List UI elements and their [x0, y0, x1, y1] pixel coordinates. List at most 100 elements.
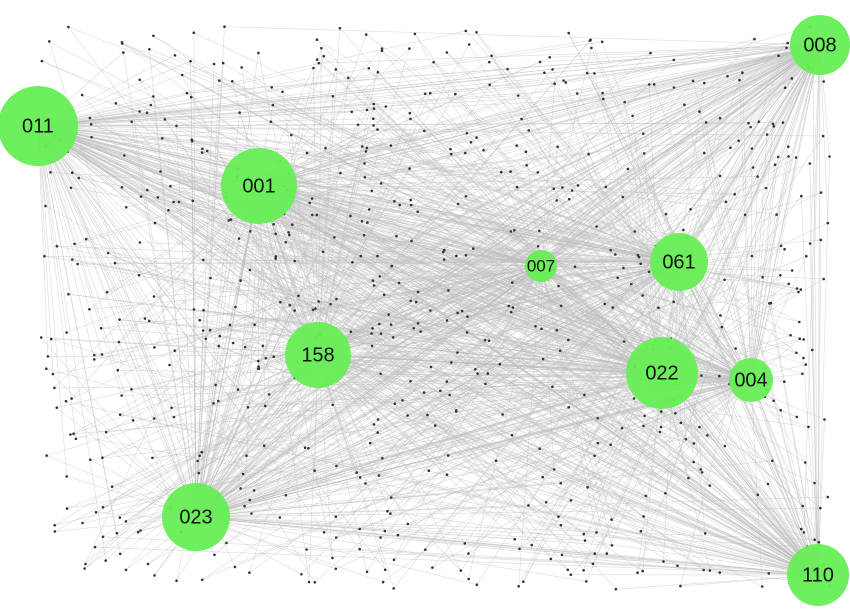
hub-node-011[interactable]: 011	[0, 86, 78, 166]
leaf-node	[159, 170, 162, 173]
leaf-node	[772, 399, 775, 403]
leaf-node	[416, 290, 420, 294]
hub-node-001[interactable]: 001	[221, 148, 297, 224]
leaf-node	[99, 326, 103, 330]
edge	[66, 44, 821, 333]
leaf-node	[515, 185, 519, 189]
leaf-node	[506, 67, 509, 71]
leaf-node	[234, 305, 237, 309]
leaf-node	[641, 294, 644, 297]
leaf-node	[631, 114, 634, 118]
leaf-node	[672, 58, 676, 62]
leaf-node	[81, 521, 84, 525]
edge	[317, 93, 431, 356]
leaf-node	[664, 492, 667, 495]
edge	[540, 265, 608, 554]
leaf-node	[311, 213, 314, 217]
edge	[203, 261, 680, 331]
leaf-node	[657, 306, 660, 310]
edge	[540, 47, 592, 267]
hub-node-061[interactable]: 061	[650, 233, 708, 291]
leaf-node	[569, 499, 573, 502]
edge	[623, 44, 821, 342]
leaf-node	[270, 86, 274, 89]
leaf-node	[274, 257, 277, 260]
leaf-node	[426, 413, 429, 417]
edge	[317, 93, 426, 356]
leaf-node	[398, 203, 402, 207]
leaf-node	[642, 152, 646, 155]
leaf-node	[364, 33, 368, 36]
leaf-node	[585, 71, 589, 75]
leaf-node	[320, 46, 323, 50]
edge	[195, 51, 827, 518]
leaf-node	[349, 330, 353, 334]
leaf-node	[204, 337, 208, 341]
edge	[523, 261, 680, 582]
edge	[661, 195, 802, 374]
leaf-node	[310, 197, 314, 200]
hub-node-004[interactable]: 004	[729, 358, 773, 402]
edge	[195, 516, 586, 541]
leaf-node	[569, 573, 573, 576]
hub-node-022[interactable]: 022	[626, 337, 698, 409]
leaf-node	[513, 228, 516, 232]
leaf-node	[313, 469, 316, 473]
leaf-node	[559, 523, 563, 527]
hub-node-110[interactable]: 110	[787, 544, 849, 606]
leaf-node	[779, 244, 783, 248]
leaf-node	[76, 262, 79, 266]
leaf-node	[262, 444, 266, 448]
leaf-node	[783, 247, 786, 251]
leaf-node	[248, 268, 252, 272]
edge	[162, 138, 542, 267]
leaf-node	[84, 562, 87, 566]
leaf-node	[122, 51, 125, 54]
edge	[643, 44, 821, 134]
edge	[464, 261, 680, 544]
edge	[617, 277, 819, 576]
leaf-node	[149, 103, 153, 107]
leaf-node	[783, 380, 786, 384]
edge	[601, 41, 680, 263]
leaf-node	[813, 538, 816, 541]
leaf-node	[315, 213, 319, 217]
edge	[317, 151, 367, 356]
leaf-node	[570, 189, 574, 192]
leaf-node	[541, 357, 545, 361]
leaf-node	[821, 134, 825, 138]
edge	[37, 125, 769, 485]
edge	[72, 259, 663, 374]
leaf-node	[589, 38, 592, 42]
leaf-node	[367, 208, 371, 211]
edge	[336, 265, 542, 300]
leaf-node	[371, 279, 375, 282]
leaf-node	[77, 176, 81, 180]
hub-node-023[interactable]: 023	[162, 483, 230, 551]
leaf-node	[124, 568, 128, 572]
hub-node-158[interactable]: 158	[285, 322, 351, 388]
leaf-node	[553, 82, 556, 85]
edge	[195, 442, 598, 518]
hub-node-007[interactable]: 007	[525, 250, 557, 282]
hub-edge	[540, 265, 819, 576]
edge	[540, 147, 731, 267]
hub-label-008: 008	[803, 34, 836, 56]
edge	[393, 265, 542, 560]
leaf-node	[387, 313, 391, 316]
edge	[241, 67, 663, 374]
leaf-node	[245, 454, 248, 458]
leaf-node	[65, 507, 69, 510]
hub-node-008[interactable]: 008	[790, 15, 850, 75]
edge	[270, 121, 663, 374]
leaf-node	[466, 315, 469, 318]
edge	[317, 354, 711, 571]
leaf-node	[605, 552, 609, 555]
leaf-node	[772, 125, 776, 128]
leaf-node	[515, 144, 518, 147]
leaf-node	[641, 132, 645, 135]
leaf-node	[88, 308, 91, 311]
leaf-node	[93, 353, 96, 357]
edge	[94, 546, 819, 576]
leaf-node	[287, 231, 290, 234]
